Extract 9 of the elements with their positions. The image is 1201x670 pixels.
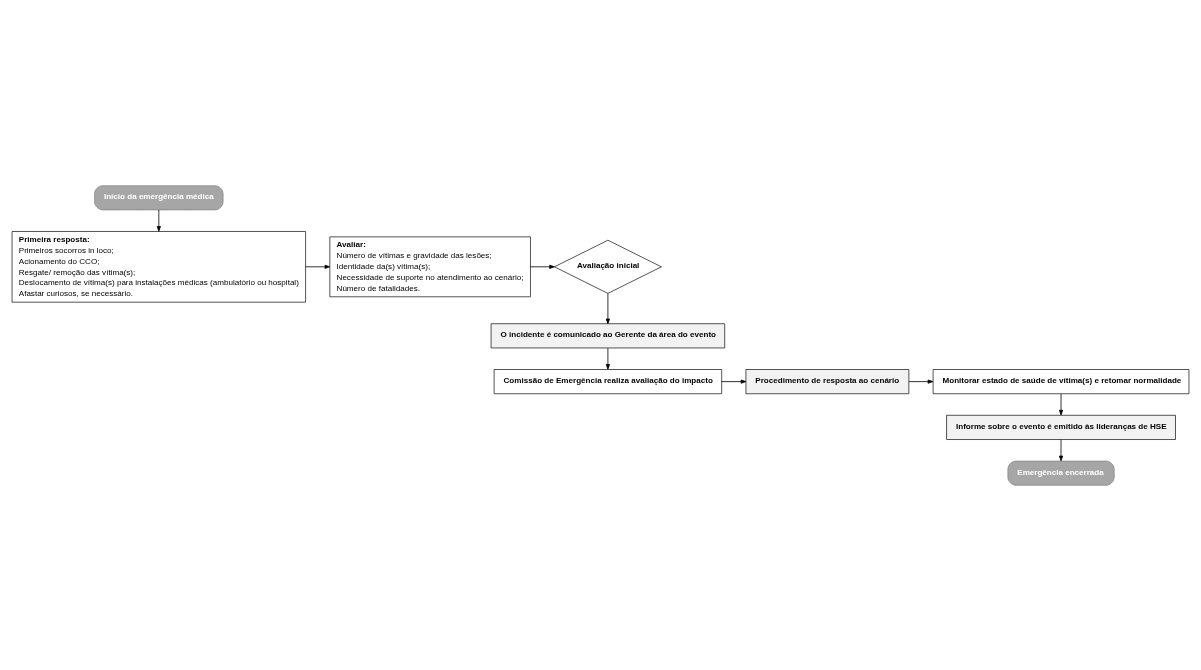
arrow	[605, 347, 610, 370]
arrow	[530, 264, 555, 269]
arrow	[721, 379, 747, 384]
arrow	[156, 209, 161, 232]
arrow	[1058, 438, 1064, 461]
arrow	[1058, 393, 1064, 415]
arrow	[605, 292, 610, 324]
arrow	[908, 379, 934, 384]
arrow	[305, 264, 331, 269]
